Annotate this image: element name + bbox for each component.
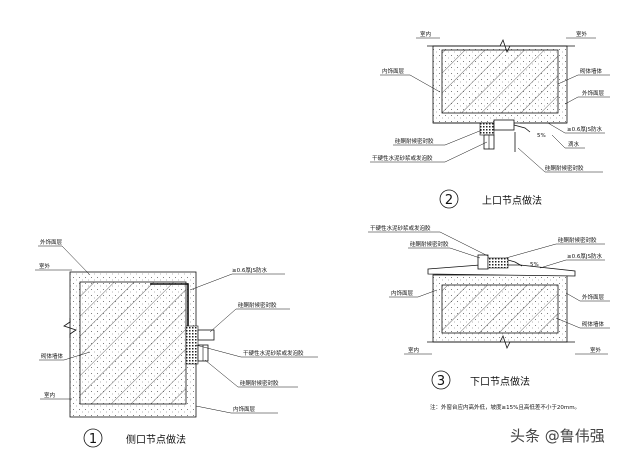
label-silicone-sealant: 硅酮耐候密封胶 (395, 137, 434, 145)
label-waterproof: ≥0.6厚JS防水 (567, 252, 602, 260)
detail-top: 室内 室外 内饰面层 砌体墙体 外饰面层 ≥0.6厚JS防水 滴水 5% 硅酮耐… (370, 30, 610, 209)
detail-side: 外饰面层 室外 ≥0.6厚JS防水 硅酮耐候密封胶 干硬性水泥砂浆或发泡胶 硅酮… (35, 238, 318, 448)
label-mortar-fill: 干硬性水泥砂浆或发泡胶 (372, 154, 433, 162)
label-wall: 砌体墙体 (41, 352, 64, 360)
label-interior-finish: 内饰面层 (233, 405, 256, 413)
label-silicone-sealant-2: 硅酮耐候密封胶 (240, 379, 279, 387)
label-interior-finish: 内饰面层 (382, 67, 405, 75)
detail-number: 3 (437, 374, 445, 389)
label-silicone-sealant: 硅酮耐候密封胶 (238, 301, 277, 309)
label-exterior-finish: 外饰面层 (582, 293, 605, 301)
label-wall: 砌体墙体 (580, 67, 603, 75)
watermark: 头条 @鲁伟强 (510, 427, 605, 445)
label-indoor: 室内 (420, 30, 431, 38)
label-exterior-finish: 外饰面层 (40, 238, 63, 246)
label-outdoor: 室外 (39, 262, 51, 270)
label-waterproof: ≥0.6厚JS防水 (567, 125, 602, 133)
label-wall: 砌体墙体 (582, 320, 605, 328)
wall-section-bottom (427, 254, 576, 350)
label-slope: 5% (537, 133, 546, 139)
label-mortar-fill: 干硬性水泥砂浆或发泡胶 (243, 349, 304, 357)
label-waterproof: ≥0.6厚JS防水 (232, 266, 267, 274)
label-outdoor: 室外 (576, 30, 588, 38)
label-drip: 滴水 (568, 140, 580, 148)
label-indoor: 室内 (44, 391, 55, 399)
note: 注：外窗台应内高外低，坡度≥15%且高低差不小于20mm。 (430, 403, 580, 411)
detail-title: 侧口节点做法 (126, 433, 186, 446)
label-mortar-fill: 干硬性水泥砂浆或发泡胶 (370, 224, 431, 232)
wall-section-side (63, 271, 215, 418)
detail-title: 上口节点做法 (482, 194, 542, 207)
label-interior-finish: 内饰面层 (391, 289, 414, 297)
detail-title: 下口节点做法 (470, 375, 530, 388)
detail-number: 2 (445, 193, 453, 208)
label-slope: 5% (530, 262, 539, 268)
label-indoor: 室内 (408, 346, 419, 354)
label-silicone-sealant-left: 硅酮耐候密封胶 (410, 240, 449, 248)
detail-bottom: 干硬性水泥砂浆或发泡胶 硅酮耐候密封胶 硅酮耐候密封胶 ≥0.6厚JS防水 5%… (368, 224, 610, 411)
label-silicone-sealant-2: 硅酮耐候密封胶 (545, 164, 584, 172)
detail-number: 1 (89, 432, 97, 447)
label-silicone-sealant-right: 硅酮耐候密封胶 (558, 236, 597, 244)
label-outdoor: 室外 (590, 346, 602, 354)
label-exterior-finish: 外饰面层 (582, 89, 605, 97)
wall-section-top (427, 38, 575, 152)
